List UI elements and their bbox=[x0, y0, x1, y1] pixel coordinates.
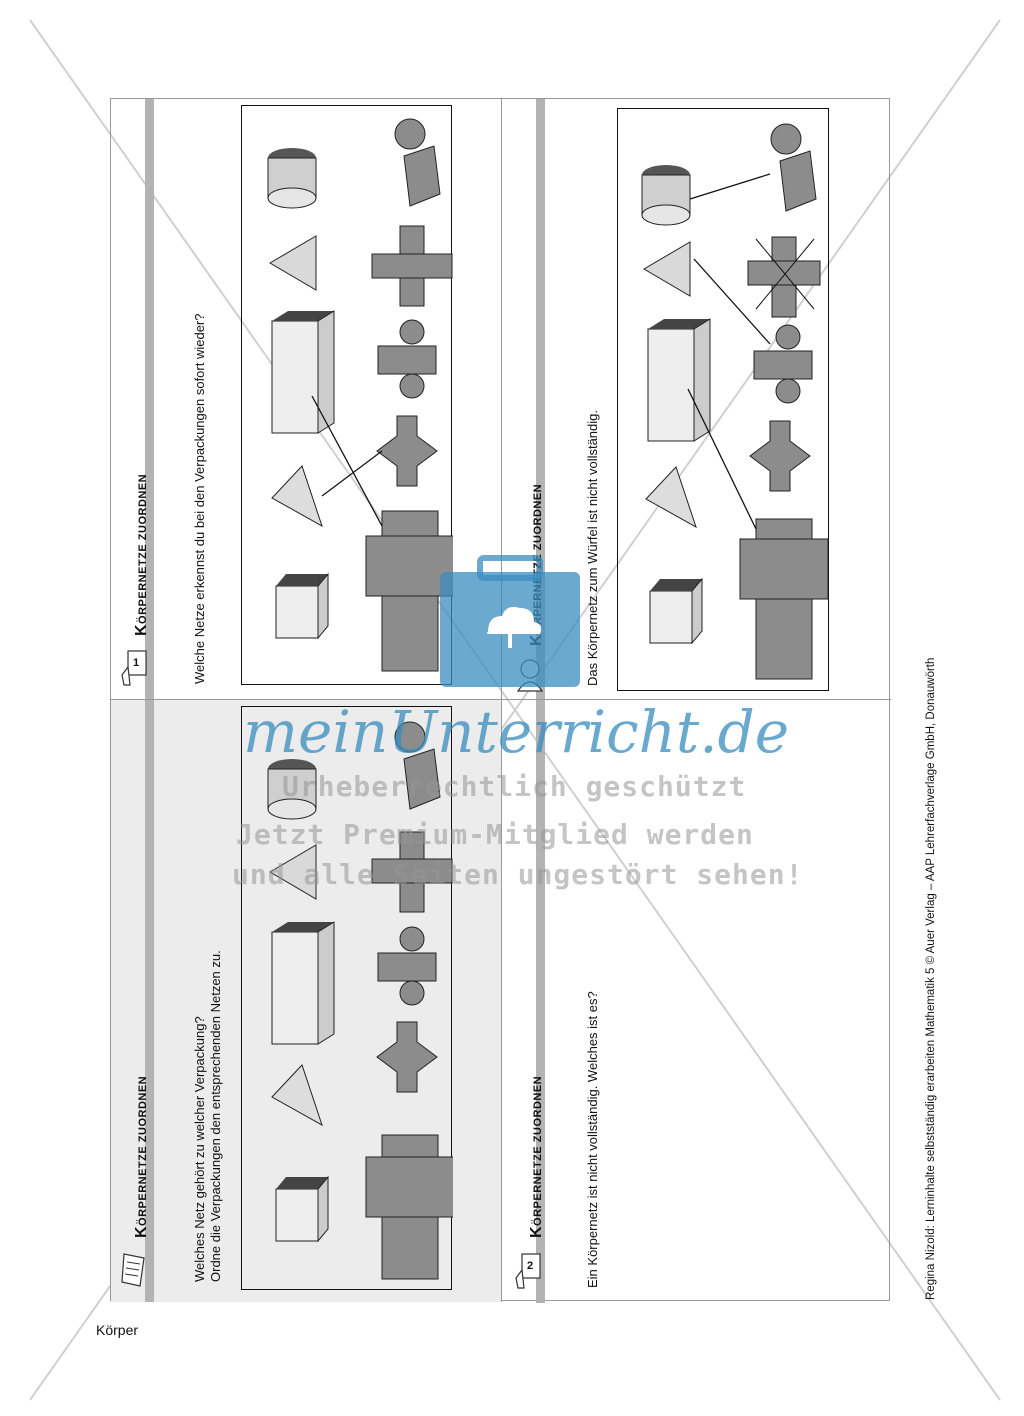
card-number-icon: 2 bbox=[512, 1248, 546, 1292]
watermark-line1: Urheberrechtlich geschützt bbox=[282, 770, 747, 803]
card-stripe bbox=[145, 699, 154, 1302]
card-number: 2 bbox=[527, 1260, 534, 1272]
card-top-right bbox=[111, 99, 501, 699]
shapes-box bbox=[617, 108, 829, 691]
card-bottom-right bbox=[501, 99, 891, 699]
card-question: Welche Netze erkennst du bei den Verpack… bbox=[192, 313, 207, 685]
card-question: Das Körpernetz zum Würfel ist nicht voll… bbox=[585, 410, 600, 686]
card-icon bbox=[118, 1250, 152, 1290]
watermark-brand: meinUnterricht.de bbox=[243, 698, 790, 766]
section-label: Körper bbox=[96, 1322, 139, 1338]
shapes-box bbox=[241, 706, 455, 1290]
card-title: KÖRPERNETZE ZUORDNEN bbox=[133, 473, 150, 636]
card-stripe bbox=[536, 99, 545, 699]
card-stripe bbox=[536, 700, 545, 1303]
card-question: Ein Körpernetz ist nicht vollständig. We… bbox=[585, 991, 600, 1288]
card-stripe bbox=[145, 99, 154, 699]
watermark-line2: Jetzt Premium-Mitglied werden bbox=[236, 818, 754, 851]
card-divider bbox=[111, 699, 501, 700]
card-number-icon: 1 bbox=[118, 645, 152, 689]
card-title: KÖRPERNETZE ZUORDNEN bbox=[528, 1075, 545, 1238]
card-question-line2: Ordne die Verpackungen den entsprechende… bbox=[208, 950, 223, 1282]
card-number: 1 bbox=[133, 657, 140, 669]
shapes-box bbox=[241, 105, 455, 685]
watermark-folder-icon bbox=[440, 552, 580, 692]
card-bottom-left bbox=[501, 699, 891, 1303]
watermark-line3: und alle Seiten ungestört sehen! bbox=[232, 858, 804, 891]
card-question-line1: Welches Netz gehört zu welcher Verpackun… bbox=[192, 1016, 207, 1282]
card-title: KÖRPERNETZE ZUORDNEN bbox=[133, 1075, 150, 1238]
publisher-credit: Regina Nizold: Lerninhalte selbstständig… bbox=[925, 657, 937, 1300]
